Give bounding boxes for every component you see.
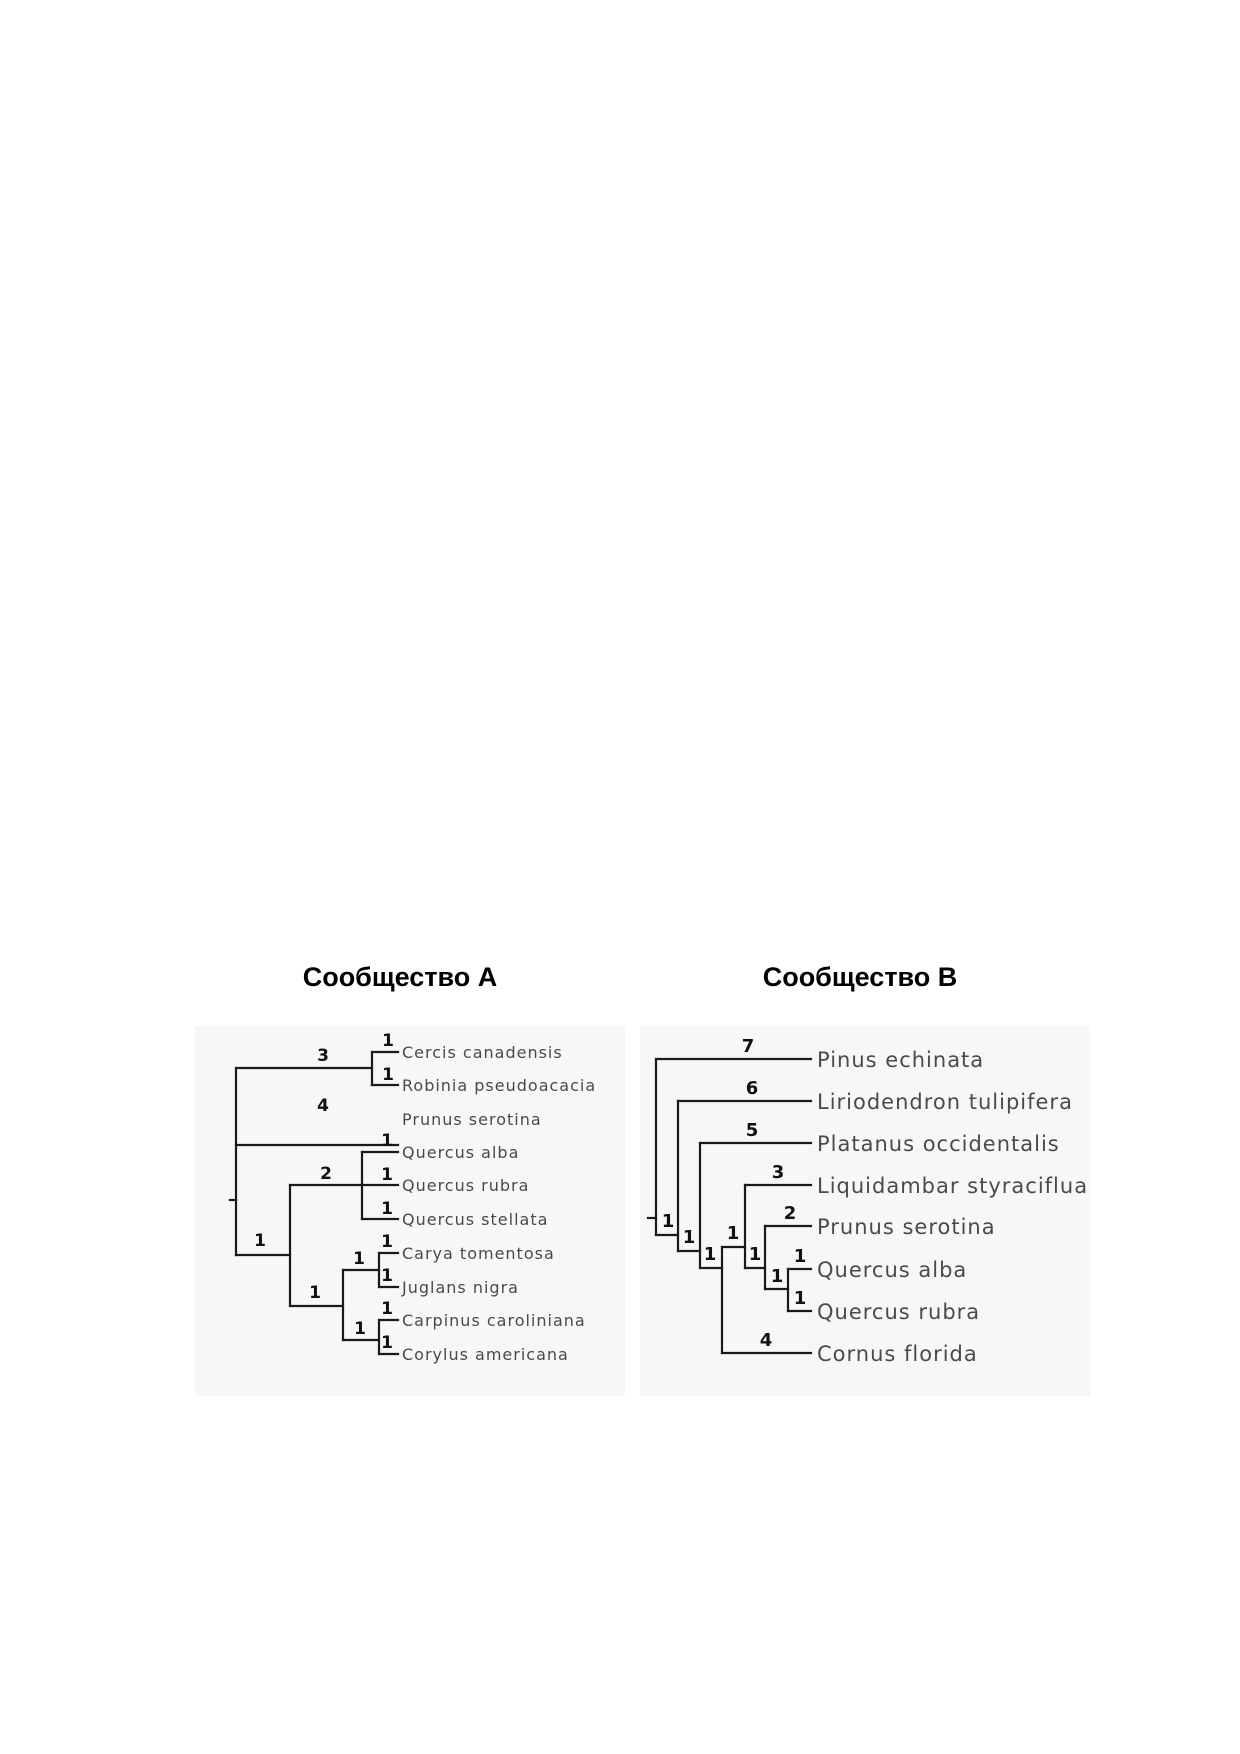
taxon-b-prunus-serotina: Prunus serotina (817, 1215, 996, 1239)
taxon-b-platanus-occidentalis: Platanus occidentalis (817, 1132, 1060, 1156)
taxon-b-liquidambar-styraciflua: Liquidambar styraciflua (817, 1174, 1088, 1198)
taxon-b-quercus-alba: Quercus alba (817, 1258, 967, 1282)
branch-length-a-jug-bet-clade: 1 (309, 1283, 321, 1303)
branch-length-a-quercus-rubra: 1 (381, 1165, 393, 1185)
branch-length-a-carya-juglans-clade: 1 (353, 1249, 365, 1269)
branch-length-b-cornus-clade: 1 (704, 1244, 717, 1265)
branch-length-a-cercis-robinia-clade: 3 (317, 1046, 329, 1066)
taxon-b-pinus-echinata: Pinus echinata (817, 1048, 984, 1072)
branch-length-b-liriodendron-clade: 1 (662, 1211, 675, 1232)
branch-length-b-prunus: 2 (784, 1203, 797, 1224)
branch-length-b-pinus: 7 (742, 1036, 755, 1057)
branch-length-a-carpinus-corylus-clade: 1 (354, 1319, 366, 1339)
taxon-a-juglans-nigra: Juglans nigra (401, 1278, 519, 1297)
branch-length-b-platanus: 5 (746, 1120, 759, 1141)
branch-length-a-carya: 1 (381, 1232, 393, 1252)
community-a-title: Сообщество A (302, 962, 498, 992)
taxon-b-quercus-rubra: Quercus rubra (817, 1300, 980, 1324)
taxon-b-liriodendron-tulipifera: Liriodendron tulipifera (817, 1090, 1073, 1114)
taxon-a-quercus-alba: Quercus alba (402, 1143, 519, 1162)
branch-length-a-quercus-stellata: 1 (381, 1199, 393, 1219)
taxon-a-quercus-stellata: Quercus stellata (402, 1210, 548, 1229)
branch-length-b-quercus-alba: 1 (794, 1246, 807, 1267)
taxon-a-carpinus-caroliniana: Carpinus caroliniana (402, 1311, 586, 1330)
branch-length-b-cornus: 4 (760, 1330, 773, 1351)
branch-length-a-quercus-clade: 2 (320, 1164, 332, 1184)
branch-length-a-juglans: 1 (381, 1266, 393, 1286)
branch-length-a-cercis: 1 (382, 1031, 394, 1051)
community-a-panel (195, 1026, 625, 1396)
taxon-a-corylus-americana: Corylus americana (402, 1345, 569, 1364)
branch-length-b-liquidambar: 3 (772, 1162, 785, 1183)
branch-length-a-robinia: 1 (382, 1065, 394, 1085)
branch-length-b-prunus-quercus-clade: 1 (749, 1244, 762, 1265)
community-b-tree: 7 6 5 3 2 1 1 4 1 1 1 1 1 1 Pinus echina… (646, 1036, 1088, 1366)
taxon-a-robinia-pseudoacacia: Robinia pseudoacacia (402, 1076, 596, 1095)
community-a-tree: 3 1 1 4 1 2 1 1 1 1 1 1 1 1 1 1 Cercis c… (228, 1031, 596, 1364)
community-b-title: Сообщество B (762, 962, 958, 992)
taxon-b-cornus-florida: Cornus florida (817, 1342, 978, 1366)
taxon-a-cercis-canadensis: Cercis canadensis (402, 1043, 563, 1062)
branch-length-a-quercus-alba: 1 (381, 1131, 393, 1151)
branch-length-a-quercus-plus-clade: 1 (254, 1231, 266, 1251)
branch-length-b-quercus-rubra: 1 (794, 1288, 807, 1309)
taxon-a-prunus-serotina: Prunus serotina (402, 1110, 542, 1129)
branch-length-b-platanus-clade: 1 (683, 1227, 696, 1248)
community-b-panel (640, 1026, 1090, 1396)
branch-length-b-quercus-clade: 1 (771, 1266, 784, 1287)
branch-length-a-prunus: 4 (317, 1096, 329, 1116)
branch-length-a-corylus: 1 (381, 1333, 393, 1353)
branch-length-b-liriodendron: 6 (746, 1078, 759, 1099)
branch-length-b-liquidambar-clade: 1 (727, 1223, 740, 1244)
branch-length-a-carpinus: 1 (381, 1299, 393, 1319)
taxon-a-quercus-rubra: Quercus rubra (402, 1176, 529, 1195)
taxon-a-carya-tomentosa: Carya tomentosa (402, 1244, 555, 1263)
